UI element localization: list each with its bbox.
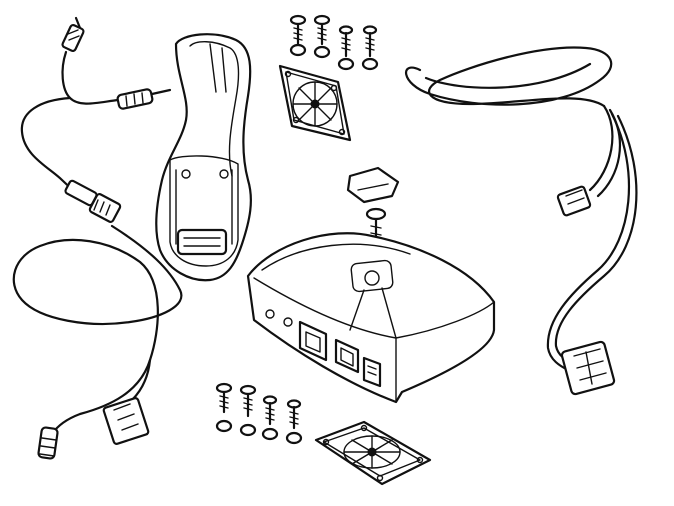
- rj-plug-icon: [102, 397, 150, 445]
- molex-connector-small-icon: [556, 185, 592, 217]
- screw-set-lower: [215, 382, 303, 445]
- power-port-icon: [362, 356, 382, 388]
- audio-port-icon: [283, 317, 293, 327]
- screw-icon: [289, 14, 307, 57]
- barrel-plug-icon: [37, 426, 59, 460]
- molex-connector-large-icon: [560, 340, 616, 396]
- audio-jack-middle-icon: [116, 88, 172, 110]
- harness-cable-molex-connectors: [404, 46, 638, 396]
- rj11-port-icon: [334, 338, 360, 374]
- screw-icon: [239, 384, 257, 437]
- fan-grille-lower: [314, 420, 432, 486]
- interface-box: [246, 232, 496, 404]
- rf-connector-icon: [64, 179, 122, 223]
- antenna-cable-rf-connector: [12, 179, 183, 460]
- box-lid-cover: [346, 166, 400, 204]
- screw-icon: [261, 395, 279, 441]
- audio-port-icon: [265, 309, 275, 319]
- audio-jack-top-icon: [61, 16, 85, 52]
- screw-icon: [313, 14, 331, 59]
- rj45-port-icon: [298, 320, 328, 362]
- audio-cable-with-jacks: [20, 16, 172, 204]
- fan-grille-upper: [278, 64, 352, 142]
- screw-icon: [361, 25, 379, 71]
- screw-icon: [337, 25, 355, 71]
- screw-icon: [285, 399, 303, 445]
- screw-icon: [215, 382, 233, 433]
- screw-set-upper: [289, 14, 379, 71]
- phone-cradle-holder: [155, 33, 252, 282]
